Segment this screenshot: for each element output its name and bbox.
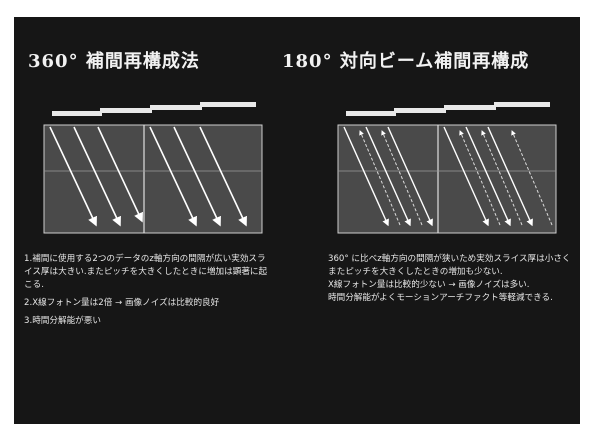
scan-region-box: [43, 124, 263, 234]
caption-360-point-3: 3.時間分解能が悪い: [24, 316, 101, 326]
helical-step-bar: [346, 102, 550, 116]
scan-region-box: [337, 124, 557, 234]
slide: 360° 補間再構成法 180° 対向ビーム補間再構成: [14, 17, 580, 424]
projection-arrows-opposed: [359, 130, 553, 226]
caption-180-point-2: X線フォトン量は比較的少ない → 画像ノイズは多い.: [328, 280, 530, 290]
caption-180: 360° に比べz軸方向の間隔が狭いため実効スライス厚は小さくまたピッチを大きく…: [328, 253, 578, 305]
caption-180-point-3: 時間分解能がよくモーションアーチファクト等軽減できる.: [328, 293, 553, 303]
caption-360-point-1: 1.補間に使用する2つのデータのz軸方向の間隔が広い実効スライス厚は大きい.また…: [24, 254, 268, 290]
title-360-interpolation: 360° 補間再構成法: [28, 51, 200, 72]
caption-180-point-1: 360° に比べz軸方向の間隔が狭いため実効スライス厚は小さくまたピッチを大きく…: [328, 254, 571, 277]
projection-arrows-down: [343, 126, 533, 227]
helical-step-bar: [52, 102, 256, 116]
diagram-180: [337, 102, 557, 234]
projection-arrows: [49, 126, 247, 227]
caption-360: 1.補間に使用する2つのデータのz軸方向の間隔が広い実効スライス厚は大きい.また…: [24, 253, 274, 333]
caption-360-point-2: 2.X線フォトン量は2倍 → 画像ノイズは比較的良好: [24, 298, 220, 308]
title-180-opposed-beam: 180° 対向ビーム補間再構成: [282, 51, 530, 72]
diagram-360: [43, 102, 263, 234]
